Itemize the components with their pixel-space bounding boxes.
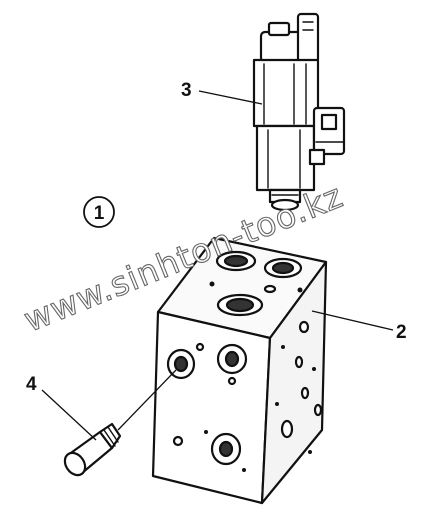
solenoid-valve bbox=[252, 12, 346, 212]
callout-4: 4 bbox=[26, 374, 37, 395]
leader-2 bbox=[311, 310, 394, 331]
figure-marker-number: 1 bbox=[94, 203, 105, 224]
valve-block-front-face bbox=[151, 310, 272, 505]
leader-plug-axis bbox=[117, 369, 177, 431]
front-ports bbox=[166, 342, 248, 472]
leader-lines bbox=[41, 90, 394, 441]
solenoid-top-cap bbox=[259, 30, 303, 64]
valve-block-side-face bbox=[260, 260, 328, 505]
callout-3: 3 bbox=[181, 80, 192, 101]
side-ports bbox=[275, 320, 323, 454]
leader-3 bbox=[198, 90, 263, 105]
solenoid-body bbox=[255, 124, 316, 192]
figure-marker: 1 bbox=[83, 196, 115, 228]
valve-block bbox=[151, 236, 328, 505]
solenoid-side-connector bbox=[308, 106, 346, 166]
leader-4 bbox=[41, 389, 97, 441]
plug bbox=[63, 422, 122, 477]
top-ports bbox=[209, 250, 303, 317]
callout-2: 2 bbox=[396, 322, 407, 343]
